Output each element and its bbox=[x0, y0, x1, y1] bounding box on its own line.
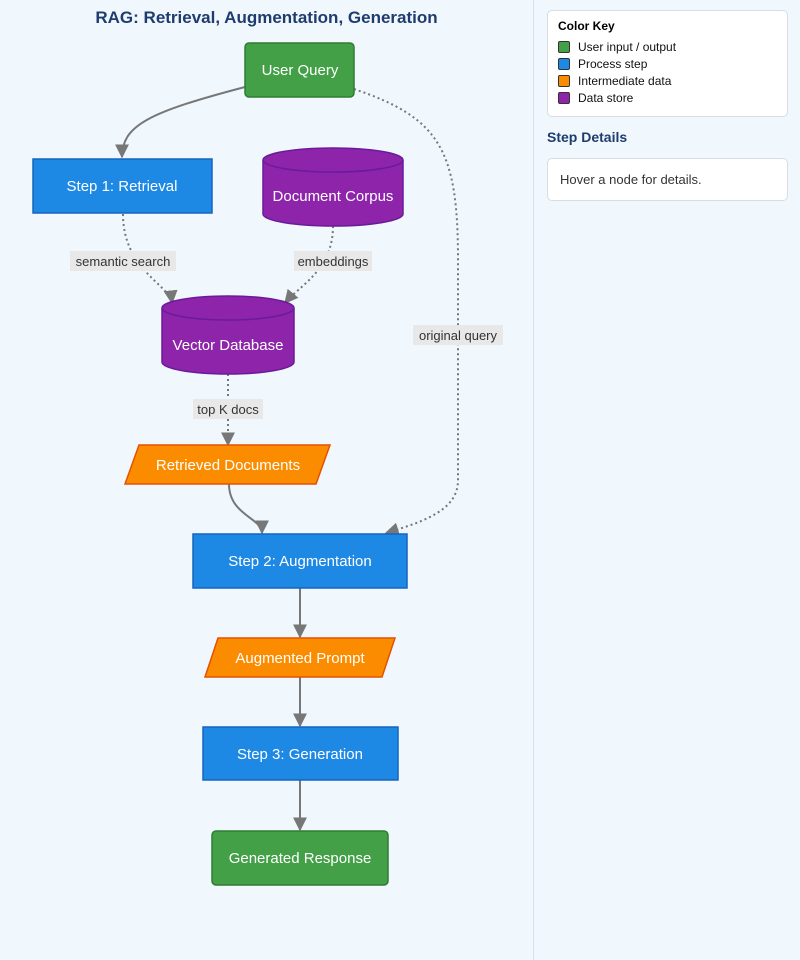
node-user-query[interactable]: User Query bbox=[244, 42, 355, 98]
legend-item-process: Process step bbox=[558, 55, 777, 72]
flowchart: semantic search embeddings top K docs or… bbox=[32, 42, 503, 886]
svg-text:Step 1: Retrieval: Step 1: Retrieval bbox=[67, 178, 178, 195]
svg-text:Step 2: Augmentation: Step 2: Augmentation bbox=[228, 553, 371, 570]
swatch-icon bbox=[558, 91, 570, 104]
svg-text:embeddings: embeddings bbox=[298, 254, 369, 269]
diagram-title: RAG: Retrieval, Augmentation, Generation bbox=[95, 8, 438, 27]
svg-text:original query: original query bbox=[419, 328, 498, 343]
swatch-icon bbox=[558, 74, 570, 87]
legend-item-label: Process step bbox=[578, 56, 648, 71]
legend-item-intermediate: Intermediate data bbox=[558, 72, 777, 89]
edge-query-to-augmentation bbox=[353, 88, 459, 537]
svg-text:Vector Database: Vector Database bbox=[173, 337, 284, 354]
step-details-panel: Hover a node for details. bbox=[547, 158, 788, 201]
legend-item-store: Data store bbox=[558, 89, 777, 106]
legend-item-label: Data store bbox=[578, 90, 634, 105]
sidebar: Color Key User input / output Process st… bbox=[533, 0, 800, 960]
svg-text:top K docs: top K docs bbox=[197, 402, 259, 417]
node-document-corpus[interactable]: Document Corpus bbox=[262, 147, 404, 227]
edge-query-to-retrieval bbox=[115, 86, 246, 159]
node-retrieved-documents[interactable]: Retrieved Documents bbox=[123, 444, 332, 485]
node-step2-augmentation[interactable]: Step 2: Augmentation bbox=[192, 533, 408, 589]
swatch-icon bbox=[558, 40, 570, 53]
edge-label-original-query: original query bbox=[413, 325, 503, 345]
node-step1-retrieval[interactable]: Step 1: Retrieval bbox=[32, 158, 213, 214]
legend-title: Color Key bbox=[558, 19, 615, 33]
node-augmented-prompt[interactable]: Augmented Prompt bbox=[203, 637, 397, 678]
svg-text:semantic search: semantic search bbox=[76, 254, 171, 269]
svg-text:Augmented Prompt: Augmented Prompt bbox=[235, 650, 365, 667]
step-details-text: Hover a node for details. bbox=[560, 172, 702, 187]
color-key-legend: Color Key User input / output Process st… bbox=[547, 10, 788, 117]
edge-label-embeddings: embeddings bbox=[294, 251, 372, 271]
edge-label-semantic-search: semantic search bbox=[70, 251, 176, 271]
edge-retrieved-to-augmentation bbox=[228, 483, 269, 535]
svg-text:Document Corpus: Document Corpus bbox=[273, 188, 394, 205]
diagram-panel: RAG: Retrieval, Augmentation, Generation… bbox=[32, 8, 503, 886]
step-details-heading: Step Details bbox=[547, 129, 628, 145]
svg-text:Generated Response: Generated Response bbox=[229, 850, 372, 867]
svg-text:User Query: User Query bbox=[262, 62, 339, 79]
legend-item-io: User input / output bbox=[558, 38, 777, 55]
legend-item-label: Intermediate data bbox=[578, 73, 672, 88]
node-vector-database[interactable]: Vector Database bbox=[161, 295, 295, 375]
node-step3-generation[interactable]: Step 3: Generation bbox=[202, 726, 399, 781]
svg-text:Retrieved Documents: Retrieved Documents bbox=[156, 457, 300, 474]
swatch-icon bbox=[558, 57, 570, 70]
node-generated-response[interactable]: Generated Response bbox=[211, 830, 389, 886]
svg-text:Step 3: Generation: Step 3: Generation bbox=[237, 746, 363, 763]
legend-item-label: User input / output bbox=[578, 39, 677, 54]
edge-corpus-to-vectordb bbox=[284, 225, 334, 305]
edge-label-top-k: top K docs bbox=[193, 399, 263, 419]
